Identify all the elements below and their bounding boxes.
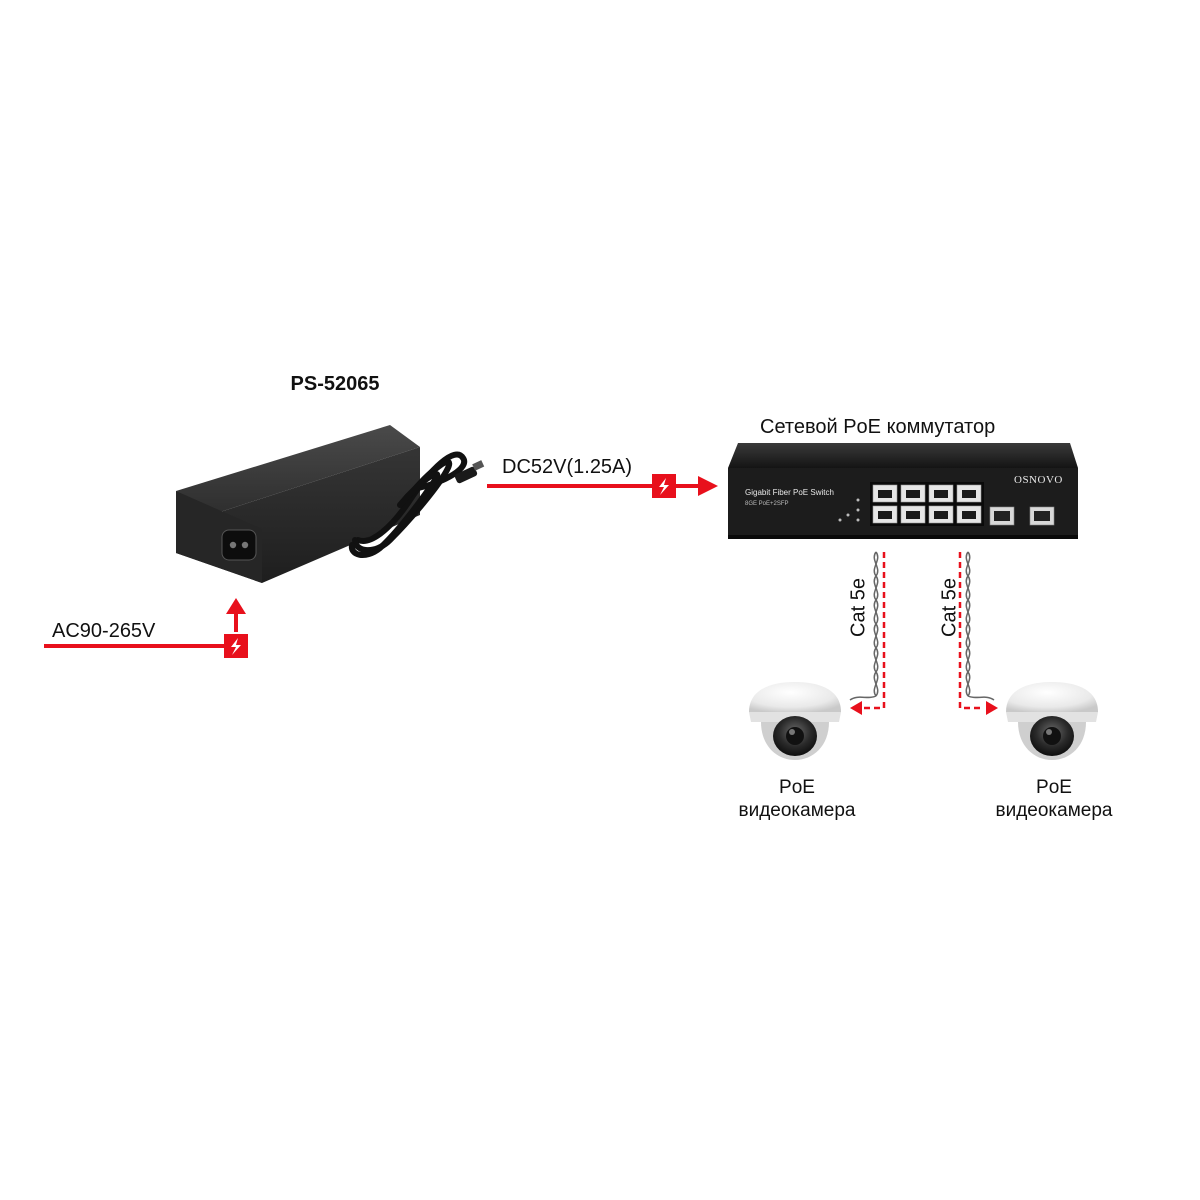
camera-label-line2: видеокамера	[995, 800, 1113, 821]
poe-switch	[728, 443, 1078, 539]
arrow-icon	[850, 701, 862, 715]
arrow-icon	[698, 476, 718, 496]
camera-label-line1: PoE	[779, 777, 815, 798]
cable-label: Cat 5e	[847, 578, 870, 637]
dc-power-line	[487, 474, 718, 498]
twisted-pair-cable-icon	[849, 551, 998, 715]
arrow-icon	[986, 701, 998, 715]
switch-brand-logo: OSNOVO	[1014, 474, 1063, 486]
camera-label: PoE видеокамера	[974, 776, 1134, 822]
switch-model-text: Gigabit Fiber PoE Switch	[745, 488, 834, 497]
rj45-port-icon	[870, 482, 984, 526]
sfp-port-icon	[989, 506, 1055, 526]
dome-camera-icon	[1006, 682, 1098, 760]
arrow-icon	[226, 598, 246, 614]
power-supply-title: PS-52065	[290, 373, 380, 395]
dc-output-label: DC52V(1.25A)	[502, 456, 633, 478]
switch-sub-text: 8GE PoE+2SFP	[745, 501, 789, 507]
switch-title: Сетевой PoE коммутатор	[760, 416, 996, 438]
ac-input-label: AC90-265V	[52, 620, 156, 642]
camera-label-line1: PoE	[1036, 777, 1072, 798]
ac-power-line	[44, 598, 248, 658]
camera-label: PoE видеокамера	[717, 776, 877, 822]
power-adapter-icon	[176, 425, 485, 583]
cable-label: Cat 5e	[938, 578, 961, 637]
dome-camera-icon	[749, 682, 841, 760]
camera-label-line2: видеокамера	[738, 800, 856, 821]
